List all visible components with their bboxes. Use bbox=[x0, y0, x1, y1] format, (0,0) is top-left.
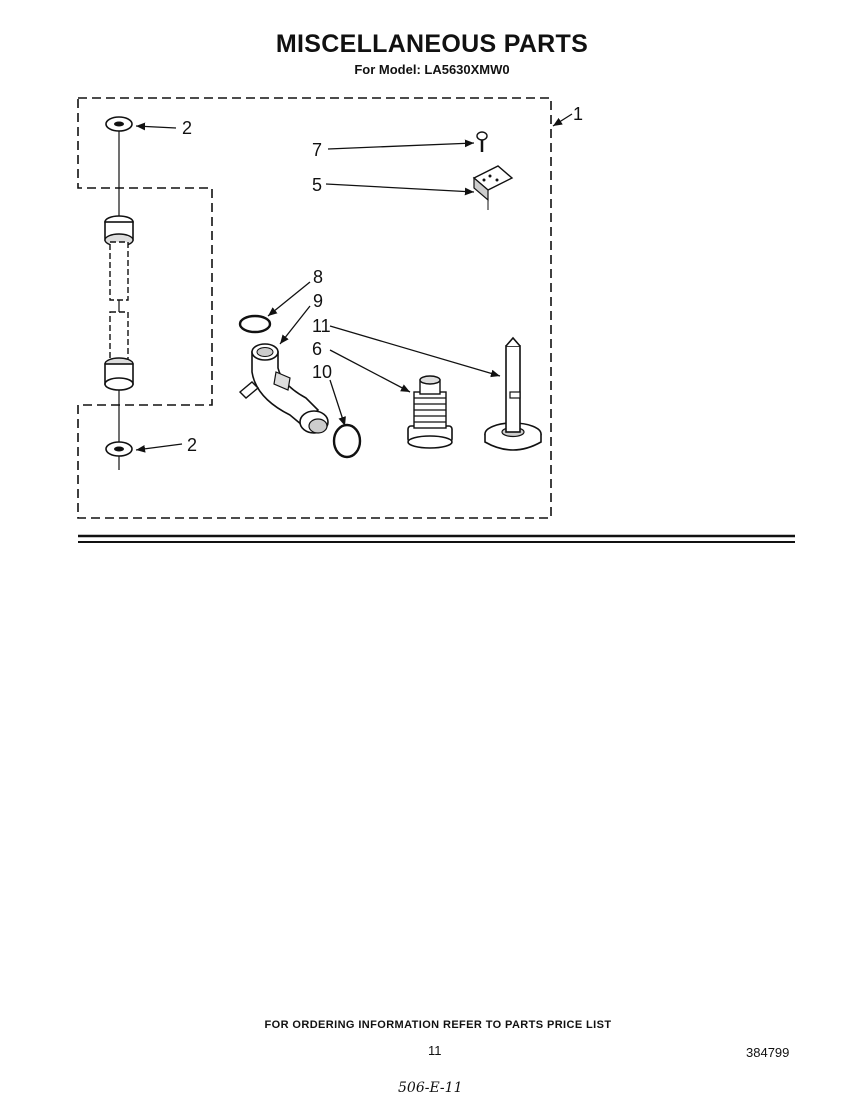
model-subtitle: For Model: LA5630XMW0 bbox=[354, 62, 510, 77]
post-stand bbox=[484, 336, 542, 451]
washer-top bbox=[105, 116, 133, 132]
clamp-ring bbox=[238, 314, 272, 334]
gasket-ring bbox=[332, 423, 362, 459]
clip bbox=[472, 165, 514, 210]
washer-bottom bbox=[105, 441, 133, 457]
callout-5: 5 bbox=[312, 175, 322, 195]
leader-9 bbox=[279, 305, 311, 345]
leader-11 bbox=[329, 325, 501, 378]
leader-7 bbox=[327, 139, 475, 150]
callout-9: 9 bbox=[313, 291, 323, 311]
leader-2-bottom bbox=[135, 443, 183, 453]
leader-10 bbox=[329, 379, 346, 427]
callout-11: 11 bbox=[312, 316, 331, 336]
page-title: MISCELLANEOUS PARTS bbox=[275, 30, 589, 58]
drain-elbow bbox=[238, 343, 329, 434]
callout-7: 7 bbox=[312, 140, 322, 160]
assembly-boundary bbox=[77, 97, 552, 519]
callout-2-top: 2 bbox=[182, 118, 192, 138]
threaded-valve bbox=[407, 375, 453, 449]
leader-5 bbox=[325, 183, 475, 196]
page-number: 11 bbox=[428, 1043, 442, 1058]
handwritten-note: 506-E-11 bbox=[398, 1080, 463, 1096]
leader-2-top bbox=[135, 122, 177, 131]
leader-8 bbox=[267, 281, 311, 317]
upper-hose-coupling bbox=[104, 215, 134, 301]
callout-1: 1 bbox=[573, 104, 583, 124]
document-number: 384799 bbox=[746, 1045, 790, 1060]
callout-2-bottom: 2 bbox=[187, 435, 197, 455]
callout-8: 8 bbox=[313, 267, 323, 287]
ordering-note: FOR ORDERING INFORMATION REFER TO PARTS … bbox=[264, 1019, 612, 1031]
callout-10: 10 bbox=[312, 362, 332, 382]
screw bbox=[476, 131, 488, 152]
leader-6 bbox=[329, 349, 411, 393]
callout-6: 6 bbox=[312, 339, 322, 359]
lower-hose-coupling bbox=[104, 311, 134, 391]
leader-1 bbox=[552, 113, 573, 127]
